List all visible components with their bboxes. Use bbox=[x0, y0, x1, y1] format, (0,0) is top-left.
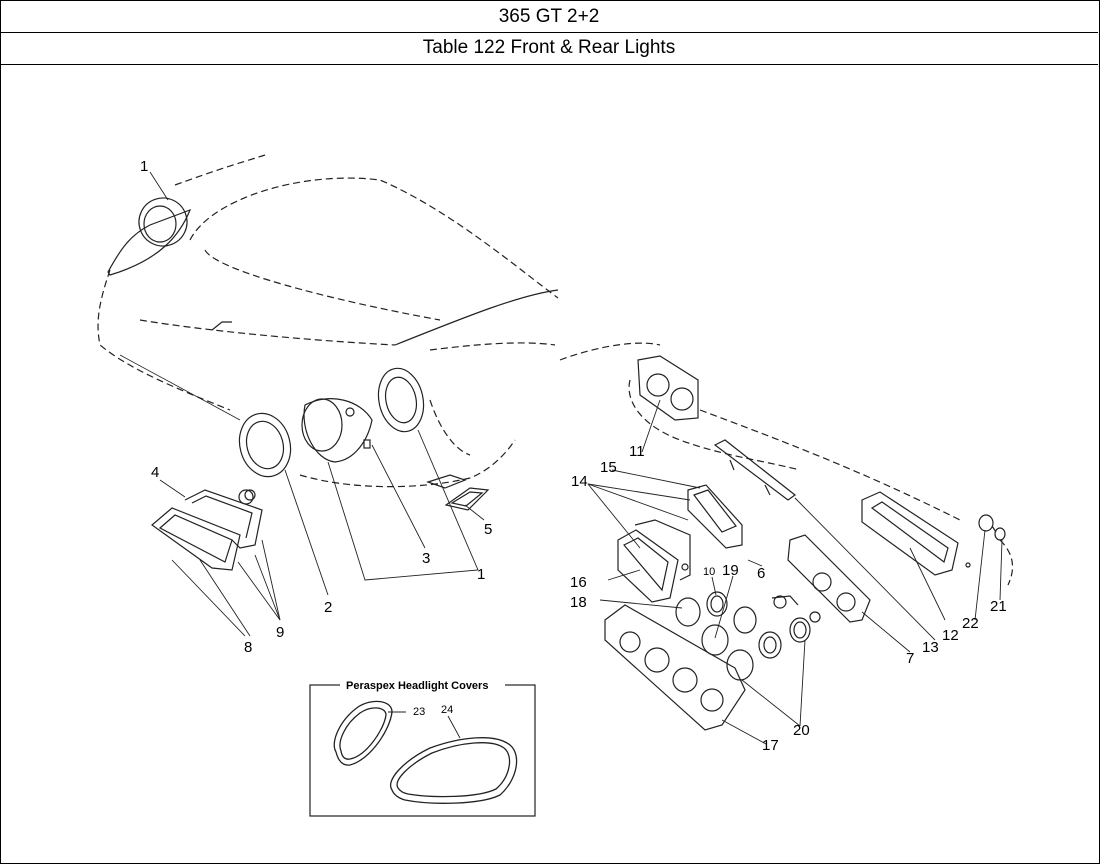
callout-15: 15 bbox=[600, 459, 617, 476]
callout-11: 11 bbox=[629, 443, 645, 460]
badge-mark bbox=[211, 321, 232, 331]
rear-housing-part bbox=[787, 534, 871, 623]
car-rear-outline bbox=[559, 342, 1014, 586]
hood-crease bbox=[394, 289, 559, 346]
rear-base-plate-part bbox=[604, 604, 746, 731]
callout-22: 22 bbox=[962, 615, 979, 632]
callout-16: 16 bbox=[570, 574, 587, 591]
screw-parts bbox=[978, 514, 1006, 541]
headlamp-unit-part bbox=[301, 398, 373, 463]
callout-labels: 1 4 8 9 2 3 1 5 11 15 14 6 16 18 10 19 1… bbox=[140, 158, 1007, 754]
front-indicator-part bbox=[151, 489, 263, 571]
car-front-outline bbox=[97, 154, 559, 488]
callout-13: 13 bbox=[922, 639, 939, 656]
rear-upper-lamp-part bbox=[637, 355, 699, 421]
callout-19: 19 bbox=[722, 562, 739, 579]
rear-reflector-part bbox=[861, 491, 971, 576]
callout-7: 7 bbox=[906, 650, 914, 667]
headlamp-rim-part bbox=[238, 412, 292, 478]
callout-20: 20 bbox=[793, 722, 810, 739]
headlamp-installed bbox=[107, 197, 192, 276]
callout-9: 9 bbox=[276, 624, 284, 641]
callout-3: 3 bbox=[422, 550, 430, 567]
callout-6: 6 bbox=[757, 565, 765, 582]
model-title: 365 GT 2+2 bbox=[0, 0, 1098, 33]
table-title: Table 122 Front & Rear Lights bbox=[0, 32, 1098, 65]
callout-4: 4 bbox=[151, 464, 159, 481]
callout-2: 2 bbox=[324, 599, 332, 616]
leader-lines bbox=[149, 171, 1003, 745]
callout-21: 21 bbox=[990, 598, 1007, 615]
callout-12: 12 bbox=[942, 627, 959, 644]
callout-1-top: 1 bbox=[140, 158, 148, 175]
bulb-ring-parts bbox=[675, 591, 821, 681]
callout-14: 14 bbox=[571, 473, 588, 490]
side-marker-part bbox=[426, 474, 490, 511]
headlight-cover-small-part bbox=[333, 700, 393, 766]
headlight-covers-inset: Peraspex Headlight Covers 23 24 bbox=[309, 678, 536, 817]
headlight-cover-large-part bbox=[389, 737, 518, 804]
inset-title: Peraspex Headlight Covers bbox=[346, 680, 488, 692]
callout-17: 17 bbox=[762, 737, 779, 754]
callout-1-bottom: 1 bbox=[477, 566, 485, 583]
callout-23: 23 bbox=[413, 706, 425, 718]
callout-24: 24 bbox=[441, 704, 453, 716]
callout-8: 8 bbox=[244, 639, 252, 656]
callout-10: 10 bbox=[703, 566, 715, 578]
callout-5: 5 bbox=[484, 521, 492, 538]
headlamp-bezel-part bbox=[363, 367, 425, 449]
rear-bracket-part bbox=[713, 439, 797, 501]
parts-diagram: 1 4 8 9 2 3 1 5 11 15 14 6 16 18 10 19 1… bbox=[97, 154, 1014, 817]
callout-18: 18 bbox=[570, 594, 587, 611]
